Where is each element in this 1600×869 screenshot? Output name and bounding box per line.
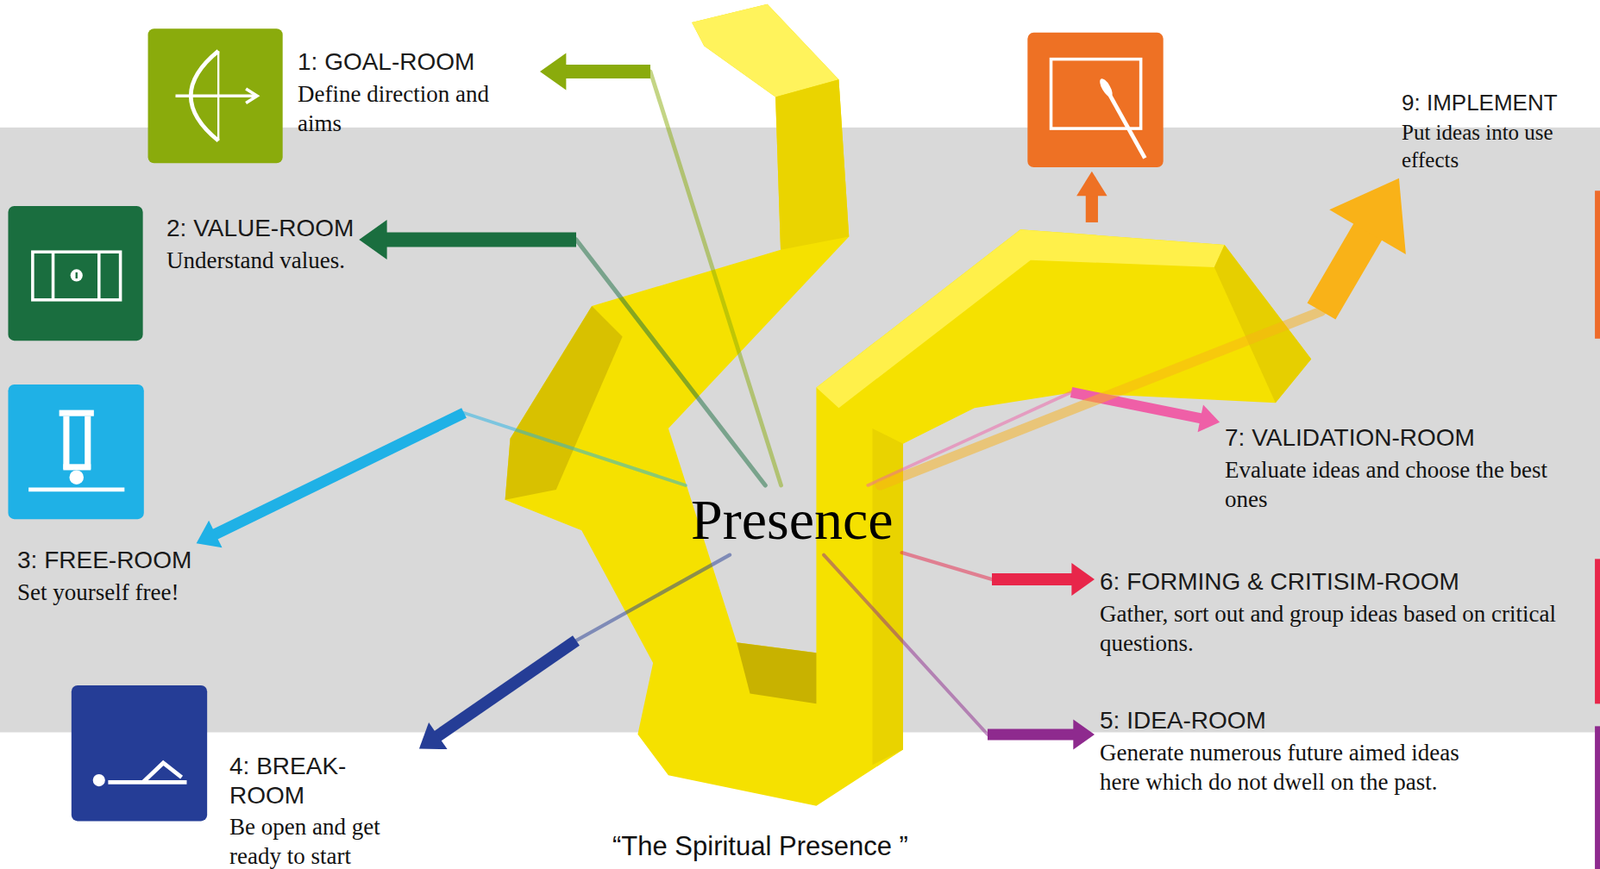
room-title: 6: FORMING & CRITISIM-ROOM: [1099, 567, 1573, 597]
edge-strip: [1594, 190, 1600, 339]
icon-tile: [1027, 32, 1163, 168]
chest-lock: [70, 269, 83, 282]
edge-strip: [1594, 726, 1600, 869]
connector-arrow: [539, 52, 782, 486]
arrow-symbol: [175, 94, 255, 98]
room-node: 1: GOAL-ROOMDefine direction and aims: [297, 47, 535, 139]
icon-tile: [71, 685, 208, 822]
arrow-symbol: [245, 88, 258, 104]
arrow-head: [1076, 171, 1107, 196]
arrow-head: [196, 520, 223, 549]
chest-symbol: [32, 251, 121, 301]
brush-symbol: [1097, 76, 1115, 99]
room-title: 7: VALIDATION-ROOM: [1224, 423, 1596, 453]
rest-symbol: [93, 774, 106, 787]
presence-node: Presence: [685, 489, 899, 553]
free-symbol: [28, 488, 125, 493]
room-description: Gather, sort out and group ideas based o…: [1099, 599, 1573, 659]
connector-arrow: [823, 555, 1095, 751]
room-description: Evaluate ideas and choose the best ones: [1224, 455, 1596, 515]
rest-symbol: [143, 763, 182, 783]
arrow-shaft: [1085, 194, 1099, 223]
arrow-head: [419, 722, 448, 750]
center-label: Presence: [690, 489, 894, 553]
chest-keyhole: [75, 272, 78, 279]
brush-symbol: [1109, 94, 1145, 159]
room-node: 6: FORMING & CRITISIM-ROOMGather, sort o…: [1099, 567, 1573, 659]
room-title: 5: IDEA-ROOM: [1099, 706, 1506, 736]
arrow-head: [358, 219, 387, 260]
yellow-object: [505, 4, 1312, 807]
rest-symbol: [107, 780, 187, 785]
room-description: Set yourself free!: [17, 577, 192, 608]
arrow-head: [1198, 404, 1221, 433]
arrow-shaft: [991, 573, 1075, 586]
room-node: 4: BREAK-ROOMBe open and get ready to st…: [229, 752, 415, 869]
canvas-symbol: [1051, 59, 1142, 129]
goal-icon: [148, 28, 283, 164]
chest-symbol: [97, 251, 101, 301]
paint-icon: [1027, 32, 1163, 168]
connector-arrow: [902, 552, 1095, 597]
room-title: 1: GOAL-ROOM: [297, 47, 535, 77]
room-node: 7: VALIDATION-ROOMEvaluate ideas and cho…: [1224, 423, 1596, 515]
connector-lead: [823, 555, 988, 735]
free-symbol: [69, 470, 84, 485]
connector-arrow: [419, 555, 730, 750]
free-symbol: [59, 410, 95, 417]
free-symbol: [62, 416, 70, 471]
room-node: 5: IDEA-ROOMGenerate numerous future aim…: [1099, 706, 1506, 797]
chest-symbol: [51, 251, 56, 301]
icon-tile: [7, 206, 143, 341]
arrow-head: [1072, 719, 1095, 750]
room-description: Put ideas into use effects: [1401, 119, 1596, 175]
arrow-shaft: [435, 640, 577, 739]
room-title: 3: FREE-ROOM: [17, 545, 192, 576]
object-facet: [505, 306, 623, 501]
connector-lead: [867, 392, 1072, 486]
room-title: 2: VALUE-ROOM: [166, 213, 354, 244]
arrow-head: [1071, 563, 1095, 597]
connector-arrow: [196, 413, 686, 548]
connector-lead: [464, 413, 686, 486]
value-icon: [7, 206, 143, 341]
edge-strip: [1594, 558, 1600, 704]
object-facet: [736, 642, 816, 704]
connector-lead: [576, 555, 730, 641]
room-title: 9: IMPLEMENT: [1401, 89, 1596, 117]
arrow-shaft: [382, 232, 577, 248]
room-node: 9: IMPLEMENTPut ideas into use effects: [1401, 89, 1596, 175]
arrow-head: [1329, 178, 1406, 255]
icon-tile: [7, 384, 144, 520]
arrow-shaft: [212, 413, 465, 536]
room-description: Be open and get ready to start: [229, 812, 415, 869]
room-description: Generate numerous future aimed ideas her…: [1099, 738, 1506, 798]
room-node: 3: FREE-ROOMSet yourself free!: [17, 545, 192, 608]
room-node: 2: VALUE-ROOMUnderstand values.: [166, 213, 354, 276]
caption: “The Spiritual Presence ”: [612, 831, 909, 863]
free-symbol: [84, 416, 91, 471]
arrow-shaft: [1321, 224, 1373, 312]
free-icon: [7, 384, 144, 520]
free-symbol: [62, 464, 91, 471]
arrow-shaft: [987, 729, 1077, 741]
up-arrow: [1076, 171, 1107, 223]
break-icon: [71, 685, 208, 822]
room-description: Define direction and aims: [297, 79, 535, 139]
object-facet: [691, 4, 839, 98]
object-facet: [815, 229, 1224, 408]
room-description: Understand values.: [166, 245, 354, 276]
connector-arrow: [358, 219, 766, 486]
object-facet: [775, 79, 849, 251]
icon-tile: [148, 28, 283, 164]
connector-lead: [576, 239, 766, 486]
connector-lead: [902, 552, 992, 580]
arrow-shaft: [562, 64, 651, 79]
arrow-head: [539, 52, 566, 90]
object-body: [505, 4, 1312, 807]
room-title: 4: BREAK-ROOM: [229, 752, 415, 810]
